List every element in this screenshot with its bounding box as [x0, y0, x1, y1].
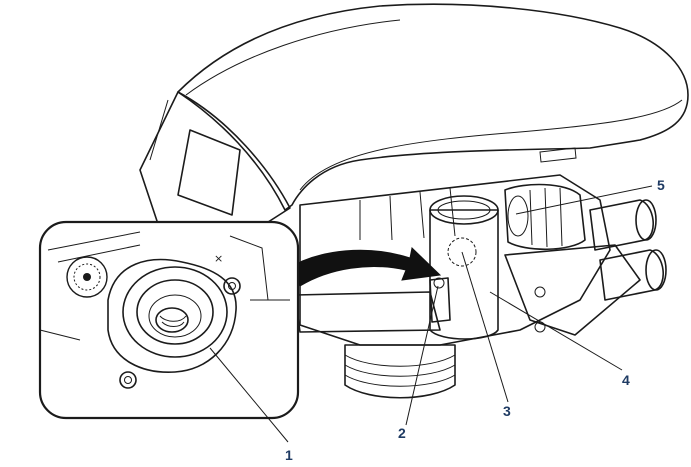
- outlet-pipes: [504, 199, 667, 336]
- front-bracket: [294, 291, 441, 333]
- leader-line-3: [461, 251, 509, 403]
- alignment-mark: ×: [214, 252, 223, 265]
- threaded-base: [344, 344, 456, 399]
- leader-line-2: [405, 285, 439, 426]
- callout-4: 4: [622, 372, 630, 388]
- callout-5: 5: [657, 177, 665, 193]
- leader-line-5: [515, 185, 653, 215]
- callout-3: 3: [503, 403, 511, 419]
- callout-2: 2: [398, 425, 406, 441]
- direction-arrow: [284, 247, 442, 287]
- callout-1: 1: [285, 447, 293, 463]
- inset-detail-panel: ×: [38, 220, 300, 420]
- leader-line-4: [489, 291, 623, 371]
- leader-line-1: [209, 347, 289, 443]
- dial-icon: [66, 256, 108, 298]
- leader-lines: [209, 185, 653, 443]
- injector-housing: [429, 195, 499, 340]
- valve-body: [299, 174, 611, 346]
- valve-cover: [139, 3, 689, 241]
- port-flange: [107, 258, 241, 389]
- injector-marker-circle: [447, 237, 477, 267]
- callout-labels: 1 2 3 4 5: [285, 177, 665, 463]
